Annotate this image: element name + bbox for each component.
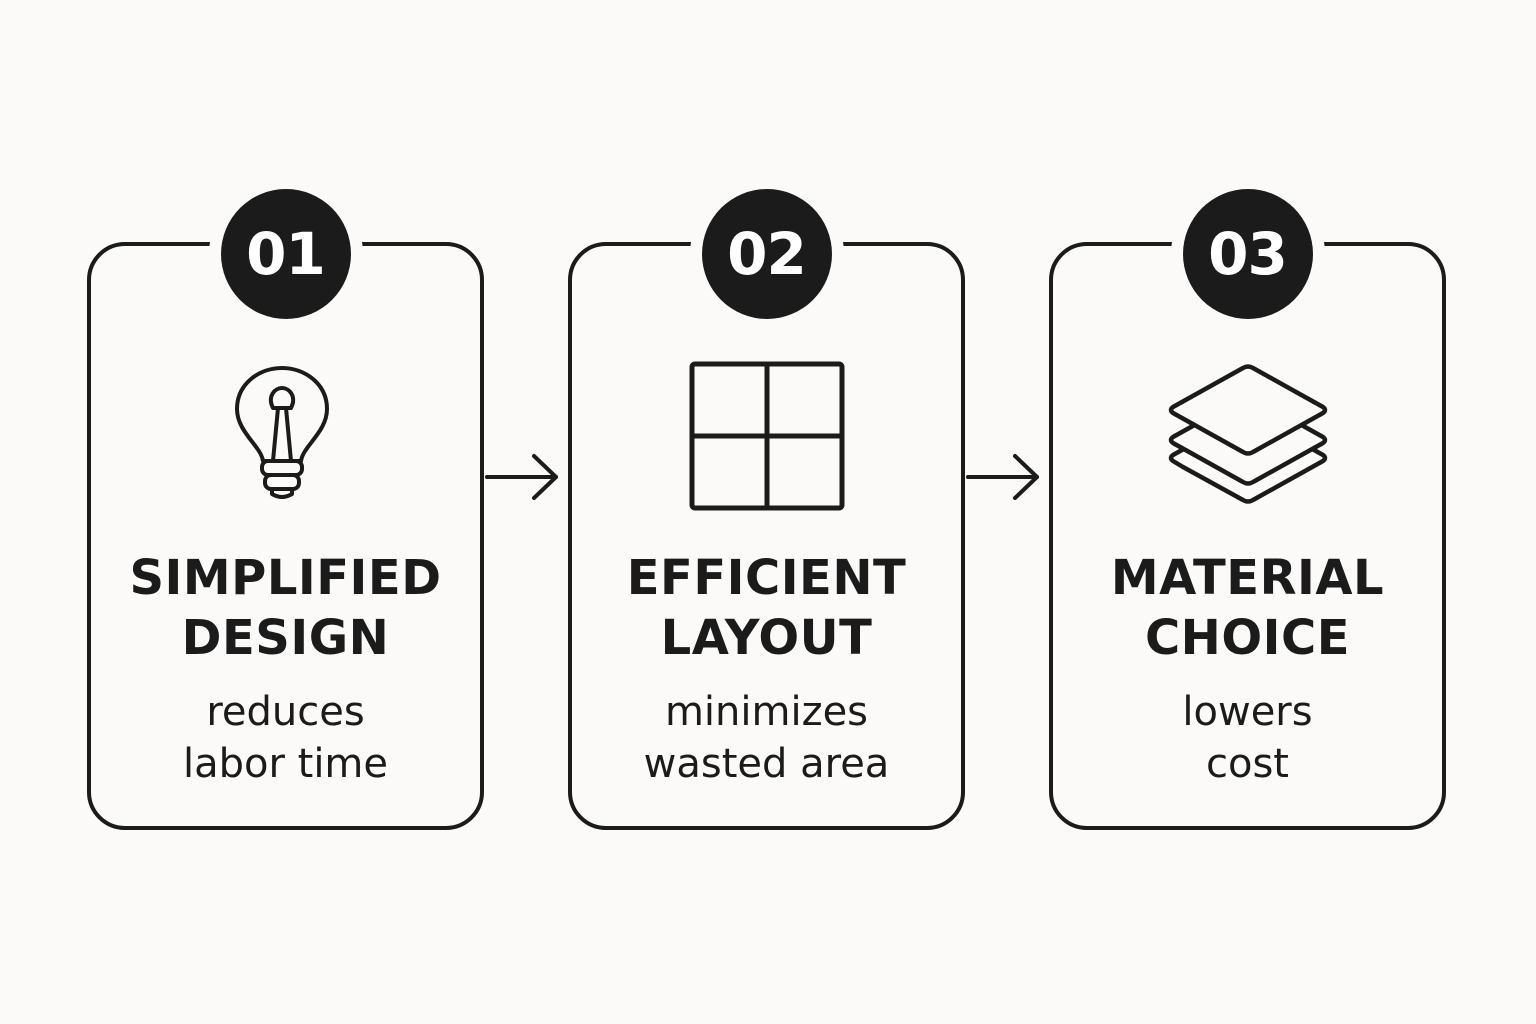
step-title: EFFICIENT LAYOUT <box>572 548 961 668</box>
step-card-efficient-layout: 02 EFFICIENT LAYOUT minimizes wasted are… <box>568 189 965 830</box>
grid-icon <box>682 351 852 521</box>
step-number: 03 <box>1208 220 1288 288</box>
step-description: lowers cost <box>1053 686 1442 790</box>
step-card-simplified-design: 01 SIMPLIFIED DESIGN reduces labor time <box>87 189 484 830</box>
step-title-line: LAYOUT <box>660 610 873 666</box>
step-card-material-choice: 03 MATERIAL CHOICE lowers cost <box>1049 189 1446 830</box>
step-number-badge: 03 <box>1182 189 1313 319</box>
step-description-line: cost <box>1206 741 1289 787</box>
step-description-line: minimizes <box>664 689 869 735</box>
layers-icon <box>1163 351 1333 521</box>
step-number-badge: 01 <box>220 189 351 319</box>
step-title-line: DESIGN <box>181 610 390 666</box>
step-title-line: SIMPLIFIED <box>129 550 442 606</box>
step-description-line: labor time <box>182 741 389 787</box>
arrow-right-icon <box>485 454 558 500</box>
step-description-line: lowers <box>1182 689 1313 735</box>
step-description-line: reduces <box>206 689 365 735</box>
step-title: SIMPLIFIED DESIGN <box>91 548 480 668</box>
step-title: MATERIAL CHOICE <box>1053 548 1442 668</box>
step-number: 01 <box>246 220 326 288</box>
step-description: minimizes wasted area <box>572 686 961 790</box>
step-description: reduces labor time <box>91 686 480 790</box>
step-number: 02 <box>727 220 807 288</box>
step-title-line: CHOICE <box>1144 610 1351 666</box>
arrow-right-icon <box>966 454 1039 500</box>
step-description-line: wasted area <box>643 741 890 787</box>
step-title-line: EFFICIENT <box>626 550 907 606</box>
lightbulb-icon <box>201 351 371 521</box>
step-title-line: MATERIAL <box>1110 550 1385 606</box>
step-number-badge: 02 <box>701 189 832 319</box>
